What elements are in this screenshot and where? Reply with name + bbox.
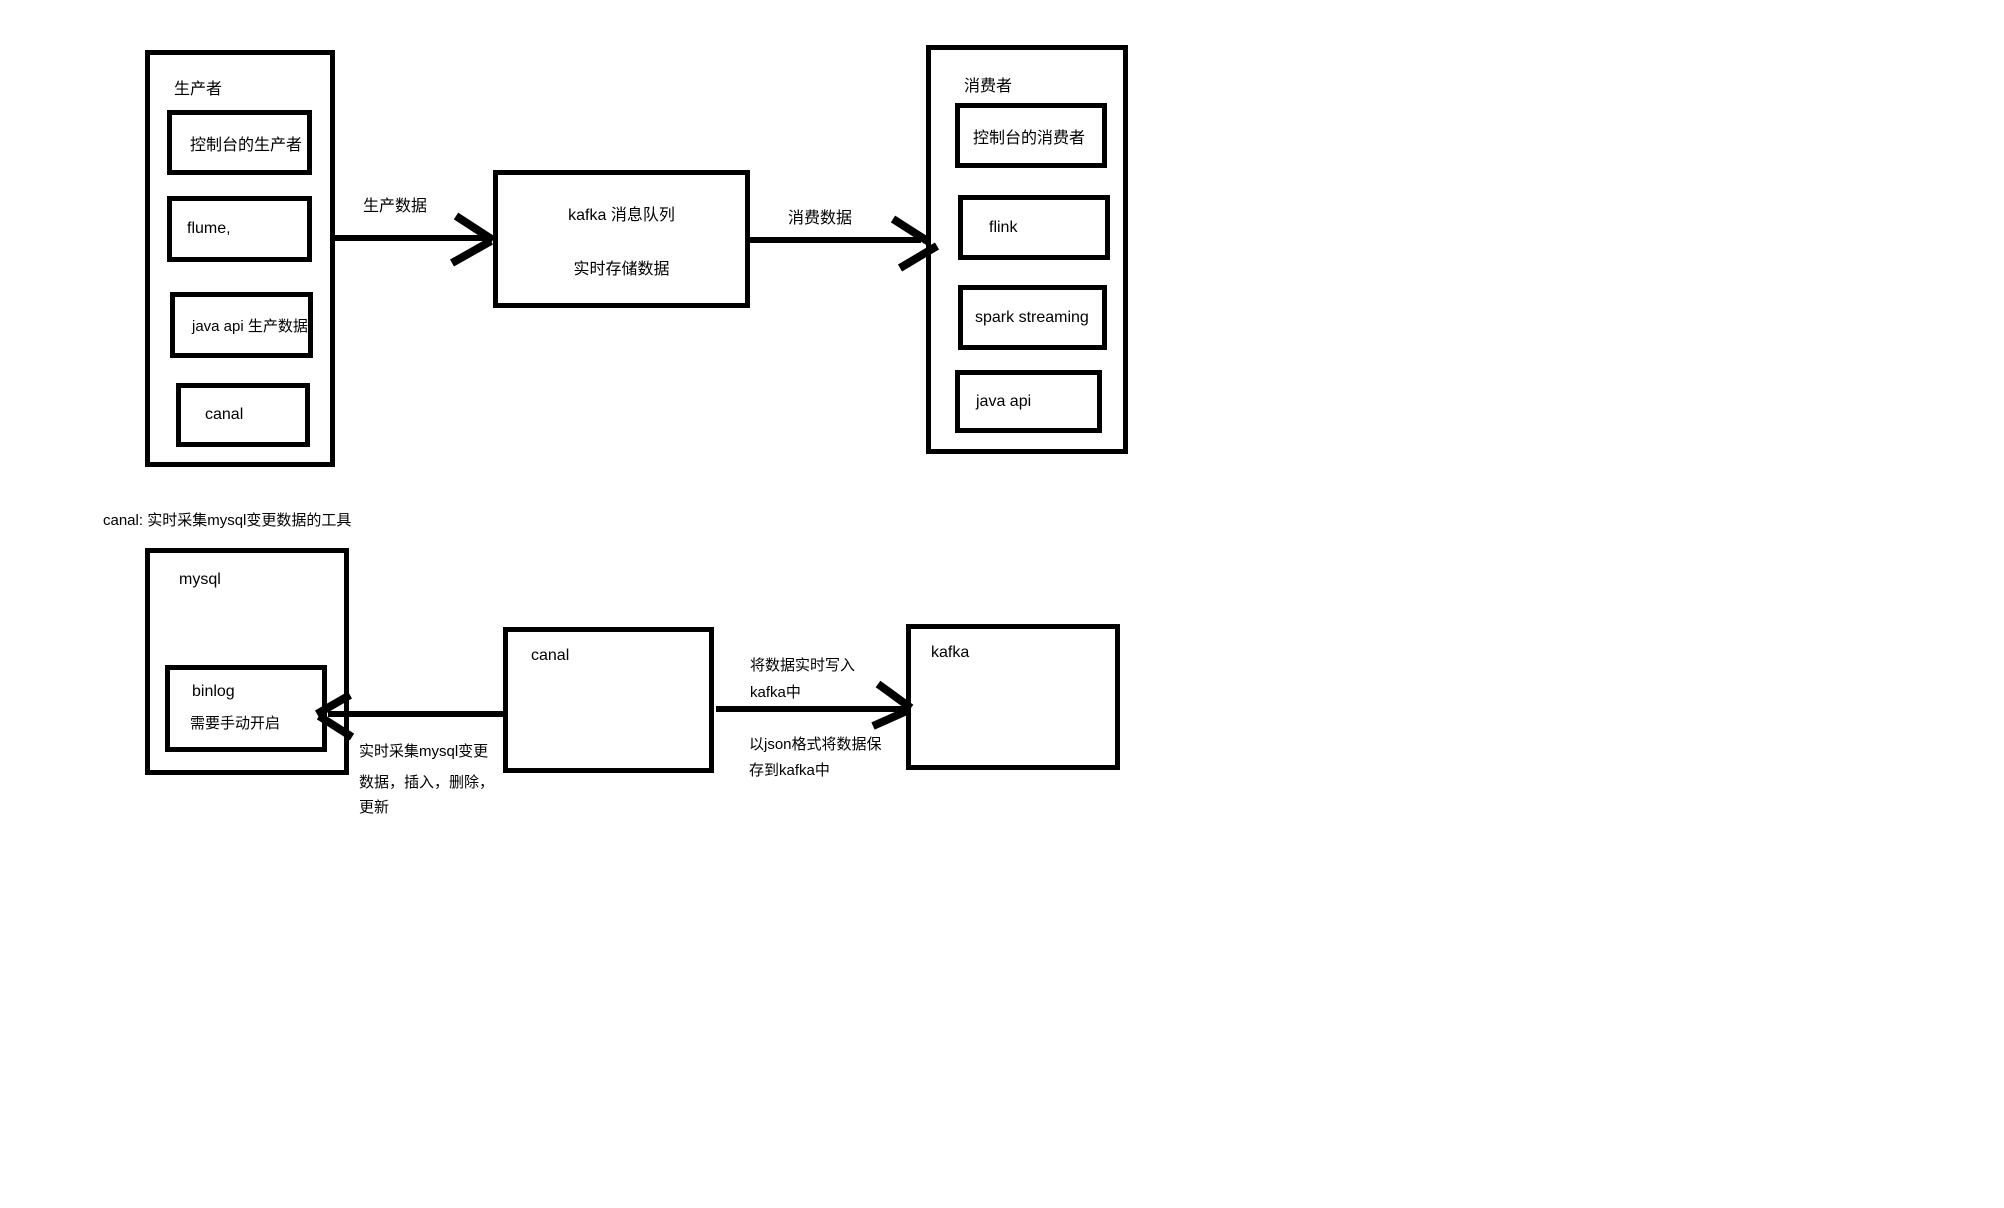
kafka-title: kafka bbox=[931, 644, 970, 661]
canal-title: canal bbox=[531, 647, 570, 664]
consumer-title: 消费者 bbox=[964, 78, 1013, 95]
collect-change-label-line3: 更新 bbox=[359, 799, 390, 816]
kafka-queue-subtitle: 实时存储数据 bbox=[573, 261, 670, 278]
kafka-queue-title: kafka 消息队列 bbox=[568, 207, 675, 224]
json-format-label-line1: 以json格式将数据保 bbox=[749, 736, 882, 753]
consume-arrow-label: 消费数据 bbox=[788, 210, 853, 227]
consumer-item-flink: flink bbox=[958, 195, 1110, 260]
kafka-queue-box: kafka 消息队列 实时存储数据 bbox=[493, 170, 750, 308]
canal-tool-note: canal: 实时采集mysql变更数据的工具 bbox=[103, 512, 352, 529]
consumer-item-java-api: java api bbox=[955, 370, 1102, 433]
producer-item-java-api: java api 生产数据 bbox=[170, 292, 313, 358]
canal-to-kafka-arrow bbox=[716, 680, 914, 730]
producer-item-console: 控制台的生产者 bbox=[167, 110, 312, 175]
write-to-kafka-label-line2: kafka中 bbox=[750, 684, 801, 701]
binlog-label: binlog bbox=[192, 683, 235, 700]
consumer-item-spark-streaming: spark streaming bbox=[958, 285, 1107, 350]
binlog-note: 需要手动开启 bbox=[190, 715, 281, 732]
write-to-kafka-label-line1: 将数据实时写入 bbox=[750, 657, 856, 674]
collect-change-label-line1: 实时采集mysql变更 bbox=[359, 743, 489, 760]
collect-change-label-line2: 数据，插入，删除， bbox=[359, 774, 495, 791]
producer-item-flume: flume, bbox=[167, 196, 312, 262]
producer-item-canal: canal bbox=[176, 383, 310, 447]
mysql-title: mysql bbox=[179, 571, 221, 588]
produce-data-arrow bbox=[335, 212, 496, 267]
consumer-item-console: 控制台的消费者 bbox=[955, 103, 1107, 168]
canal-box: canal bbox=[503, 627, 714, 773]
kafka-box: kafka bbox=[906, 624, 1120, 770]
json-format-label-line2: 存到kafka中 bbox=[749, 762, 830, 779]
binlog-box: binlog 需要手动开启 bbox=[165, 665, 327, 752]
producer-title: 生产者 bbox=[174, 81, 223, 98]
produce-arrow-label: 生产数据 bbox=[363, 198, 428, 215]
